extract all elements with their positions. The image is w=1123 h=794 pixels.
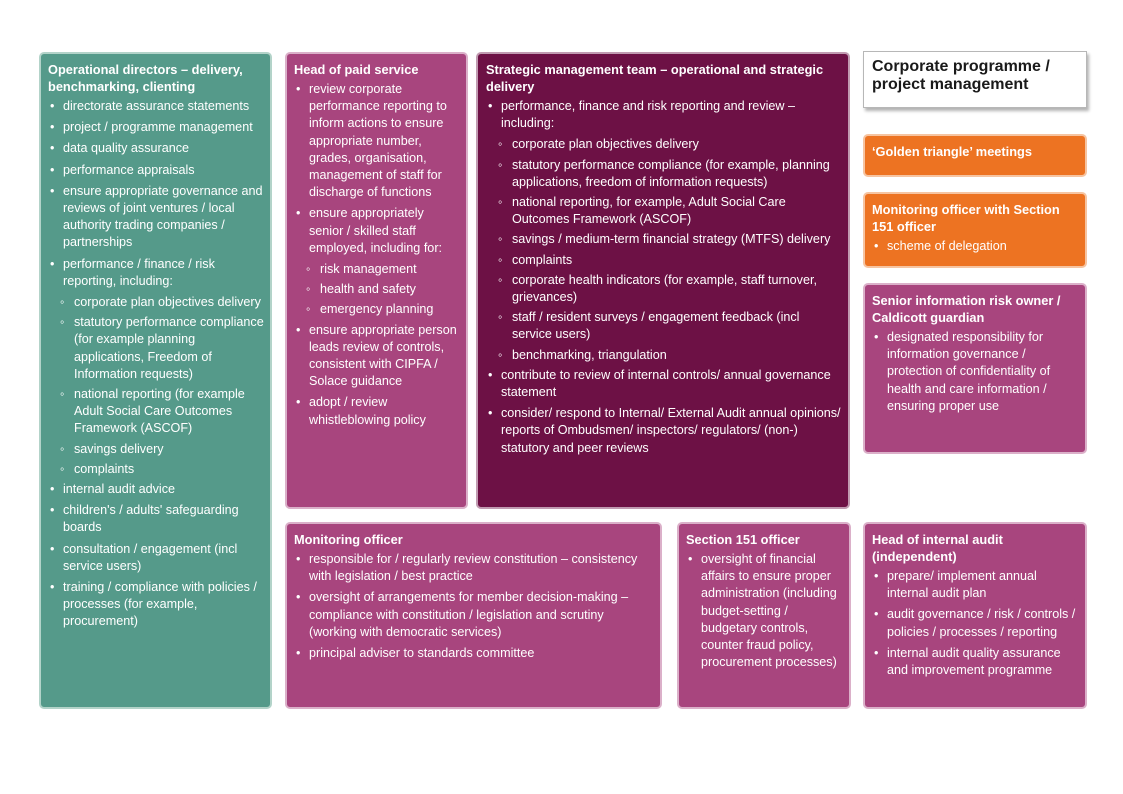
list-item: children's / adults' safeguarding boards [48,502,264,536]
sub-list-item: benchmarking, triangulation [486,347,842,364]
corporate-programme-box: Corporate programme / project management [863,51,1087,108]
box-title: Monitoring officer with Section 151 offi… [872,202,1060,234]
sub-list-item: national reporting (for example Adult So… [48,386,264,438]
list-item: scheme of delegation [872,238,1079,255]
list-item: ensure appropriate governance and review… [48,183,264,252]
list-item: performance appraisals [48,162,264,179]
box-title: Operational directors – delivery, benchm… [48,62,243,94]
sub-list-item: complaints [486,252,842,269]
list-item: directorate assurance statements [48,98,264,115]
list-item: training / compliance with policies / pr… [48,579,264,631]
list-item: performance / finance / risk reporting, … [48,256,264,290]
box-list: review corporate performance reporting t… [294,81,460,429]
box-title: Head of internal audit (independent) [872,532,1003,564]
box-list: oversight of financial affairs to ensure… [686,551,843,671]
box-list: performance, finance and risk reporting … [486,98,842,457]
head-of-internal-audit-box: Head of internal audit (independent) pre… [863,522,1087,709]
sub-list-item: risk management [294,261,460,278]
list-item: consultation / engagement (incl service … [48,541,264,575]
list-item: internal audit advice [48,481,264,498]
box-title: Senior information risk owner / Caldicot… [872,293,1061,325]
list-item: prepare/ implement annual internal audit… [872,568,1079,602]
sub-list-item: corporate plan objectives delivery [486,136,842,153]
box-list: directorate assurance statements project … [48,98,264,631]
monitoring-officer-with-s151-box: Monitoring officer with Section 151 offi… [863,192,1087,268]
sub-list-item: statutory performance compliance (for ex… [486,157,842,191]
golden-triangle-box: ‘Golden triangle’ meetings [863,134,1087,177]
list-item: project / programme management [48,119,264,136]
box-list: prepare/ implement annual internal audit… [872,568,1079,679]
box-title: Corporate programme / project management [872,58,1050,93]
head-of-paid-service-box: Head of paid service review corporate pe… [285,52,468,509]
box-list: scheme of delegation [872,238,1079,255]
box-title: Head of paid service [294,62,419,77]
sub-list-item: staff / resident surveys / engagement fe… [486,309,842,343]
list-item: review corporate performance reporting t… [294,81,460,201]
list-item: adopt / review whistleblowing policy [294,394,460,428]
box-list: responsible for / regularly review const… [294,551,654,662]
list-item: contribute to review of internal control… [486,367,842,401]
sub-list-item: savings delivery [48,441,264,458]
list-item: ensure appropriate person leads review o… [294,322,460,391]
box-title: ‘Golden triangle’ meetings [872,144,1032,159]
sub-list-item: corporate health indicators (for example… [486,272,842,306]
operational-directors-box: Operational directors – delivery, benchm… [39,52,272,709]
box-list: designated responsibility for informatio… [872,329,1079,415]
sub-list-item: complaints [48,461,264,478]
section-151-officer-box: Section 151 officer oversight of financi… [677,522,851,709]
senior-information-risk-owner-box: Senior information risk owner / Caldicot… [863,283,1087,454]
sub-list-item: savings / medium-term financial strategy… [486,231,842,248]
sub-list-item: emergency planning [294,301,460,318]
box-title: Section 151 officer [686,532,800,547]
list-item: data quality assurance [48,140,264,157]
list-item: oversight of arrangements for member dec… [294,589,654,641]
list-item: designated responsibility for informatio… [872,329,1079,415]
sub-list-item: corporate plan objectives delivery [48,294,264,311]
list-item: ensure appropriately senior / skilled st… [294,205,460,257]
sub-list-item: health and safety [294,281,460,298]
list-item: performance, finance and risk reporting … [486,98,842,132]
list-item: audit governance / risk / controls / pol… [872,606,1079,640]
list-item: internal audit quality assurance and imp… [872,645,1079,679]
box-title: Monitoring officer [294,532,403,547]
monitoring-officer-box: Monitoring officer responsible for / reg… [285,522,662,709]
list-item: oversight of financial affairs to ensure… [686,551,843,671]
list-item: responsible for / regularly review const… [294,551,654,585]
box-title: Strategic management team – operational … [486,62,824,94]
list-item: principal adviser to standards committee [294,645,654,662]
strategic-management-team-box: Strategic management team – operational … [476,52,850,509]
sub-list-item: national reporting, for example, Adult S… [486,194,842,228]
sub-list-item: statutory performance compliance (for ex… [48,314,264,383]
list-item: consider/ respond to Internal/ External … [486,405,842,457]
